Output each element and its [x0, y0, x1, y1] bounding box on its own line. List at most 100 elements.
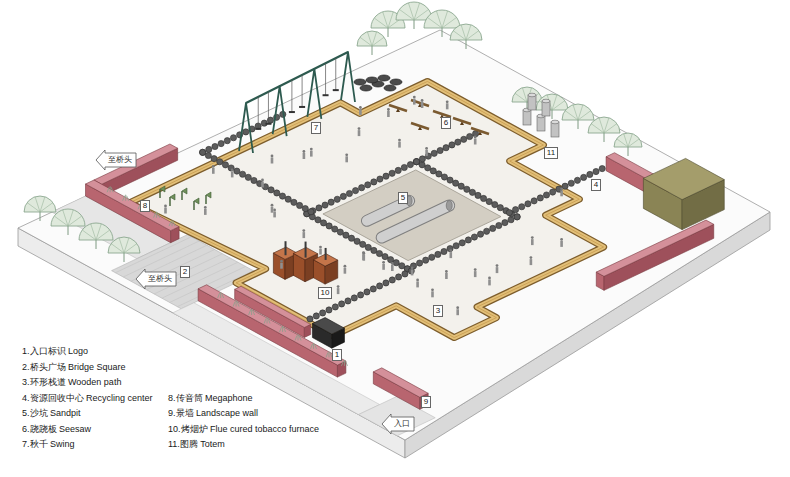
person-body — [231, 171, 234, 177]
stone — [343, 232, 349, 238]
tree — [588, 117, 620, 142]
person-head — [560, 238, 563, 241]
stone — [371, 179, 377, 185]
key-item: 11.图腾 Totem — [168, 439, 225, 450]
stone — [348, 235, 354, 241]
tire — [378, 75, 390, 81]
totem-top — [528, 93, 536, 97]
stone — [437, 147, 443, 153]
megaphone-horn — [194, 198, 199, 204]
person-head — [560, 187, 563, 190]
stone — [396, 274, 402, 280]
totem-body — [551, 122, 559, 137]
person — [411, 267, 414, 276]
seesaw-plank — [471, 128, 489, 134]
tree-branch — [27, 197, 53, 212]
stone — [393, 260, 399, 266]
person-body — [530, 259, 533, 265]
person-body — [560, 190, 563, 196]
callout-number: 11 — [544, 147, 558, 159]
megaphone — [206, 192, 211, 204]
chimney — [305, 242, 307, 258]
seesaw-plank — [389, 105, 407, 111]
direction-label: 至桥头 — [108, 155, 132, 165]
tree-trunk — [442, 28, 443, 37]
stone — [467, 133, 473, 139]
megaphone — [160, 186, 165, 198]
swing-seat — [323, 94, 329, 96]
stone — [313, 313, 319, 319]
tree-crown — [24, 196, 56, 212]
person-body — [303, 232, 306, 238]
stone — [234, 168, 240, 174]
person-head — [337, 285, 340, 288]
seesaw — [471, 128, 489, 135]
person — [319, 246, 322, 255]
person-head — [302, 229, 305, 232]
key-item: 8.传音筒 Megaphone — [168, 393, 253, 404]
tree-trunk — [604, 133, 605, 142]
tree-trunk — [388, 28, 389, 37]
swing-seat — [289, 111, 295, 113]
slab-top — [18, 30, 770, 440]
stone — [377, 176, 383, 182]
stone — [497, 205, 503, 211]
key-item: 10.烤烟炉 Flue cured tobacco furnace — [168, 424, 319, 435]
person-head — [204, 206, 207, 209]
stone — [274, 190, 280, 196]
seesaw-plank — [453, 118, 471, 124]
landscape-wall — [94, 144, 178, 184]
megaphone — [170, 194, 175, 206]
stone — [334, 196, 340, 202]
stone — [302, 205, 308, 211]
stone — [401, 164, 407, 170]
stone — [200, 149, 206, 155]
person — [474, 268, 477, 277]
totem-top — [551, 120, 559, 124]
key-item: 1.入口标识 Logo — [22, 346, 88, 357]
stone — [461, 136, 467, 142]
walls — [86, 144, 725, 409]
stone — [550, 189, 556, 195]
play-objects — [160, 52, 559, 284]
grass-tuft — [107, 186, 113, 192]
stone — [484, 228, 490, 234]
person — [387, 108, 390, 117]
tree-branch — [82, 224, 110, 240]
tree — [450, 24, 482, 49]
stone — [599, 166, 605, 172]
grass-tuft — [295, 334, 301, 340]
swing-leg — [239, 103, 253, 153]
person-head — [431, 288, 434, 291]
person-head — [398, 139, 401, 142]
stone — [268, 187, 274, 193]
stone — [358, 292, 364, 298]
callout-number: 4 — [591, 179, 601, 191]
megaphone-post — [159, 189, 160, 198]
tree — [51, 209, 85, 235]
stone — [502, 220, 508, 226]
stone — [365, 182, 371, 188]
person — [530, 256, 533, 265]
direction-arrow — [96, 150, 136, 170]
key-item: 6.跷跷板 Seesaw — [22, 424, 91, 435]
chimney — [285, 241, 287, 255]
stone — [443, 145, 449, 151]
person-body — [446, 103, 449, 109]
stone — [211, 156, 217, 162]
stone — [464, 186, 470, 192]
person — [231, 169, 234, 178]
tree-branch — [617, 134, 640, 147]
tree-trunk — [96, 240, 97, 249]
stone — [340, 193, 346, 199]
person — [488, 277, 491, 286]
person-body — [456, 309, 459, 315]
totem-body — [528, 95, 536, 110]
stone — [206, 146, 212, 152]
person-body — [398, 142, 401, 148]
person-body — [411, 269, 414, 275]
tree-branch — [453, 25, 479, 40]
stone — [525, 201, 531, 207]
person-body — [362, 254, 365, 260]
